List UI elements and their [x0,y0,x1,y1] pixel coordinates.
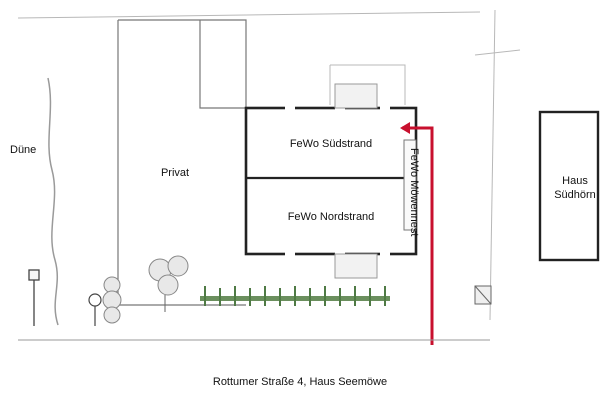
dune-line [47,77,59,326]
neighbor-label-line2: Südhörn [554,189,596,201]
dune-label: Düne [10,144,37,156]
gull-unit-label: FeWo Möwennest [408,148,420,237]
apartment-block [244,83,418,279]
street-lamp-icon [28,269,40,326]
arrow-icon [400,122,434,345]
fence-icon [200,286,390,306]
mailbox-icon [474,285,492,305]
bicycle-sign-icon [88,293,102,326]
south-unit-label: FeWo Südstrand [289,138,373,150]
private-label: Privat [160,167,190,179]
neighbor-house [538,110,600,262]
background-sketch [17,9,521,321]
neighbor-label-line1: Haus [562,175,588,187]
bush-icon [102,255,189,324]
north-unit-label: FeWo Nordstrand [287,211,375,223]
address-label: Rottumer Straße 4, Haus Seemöwe [212,376,388,388]
